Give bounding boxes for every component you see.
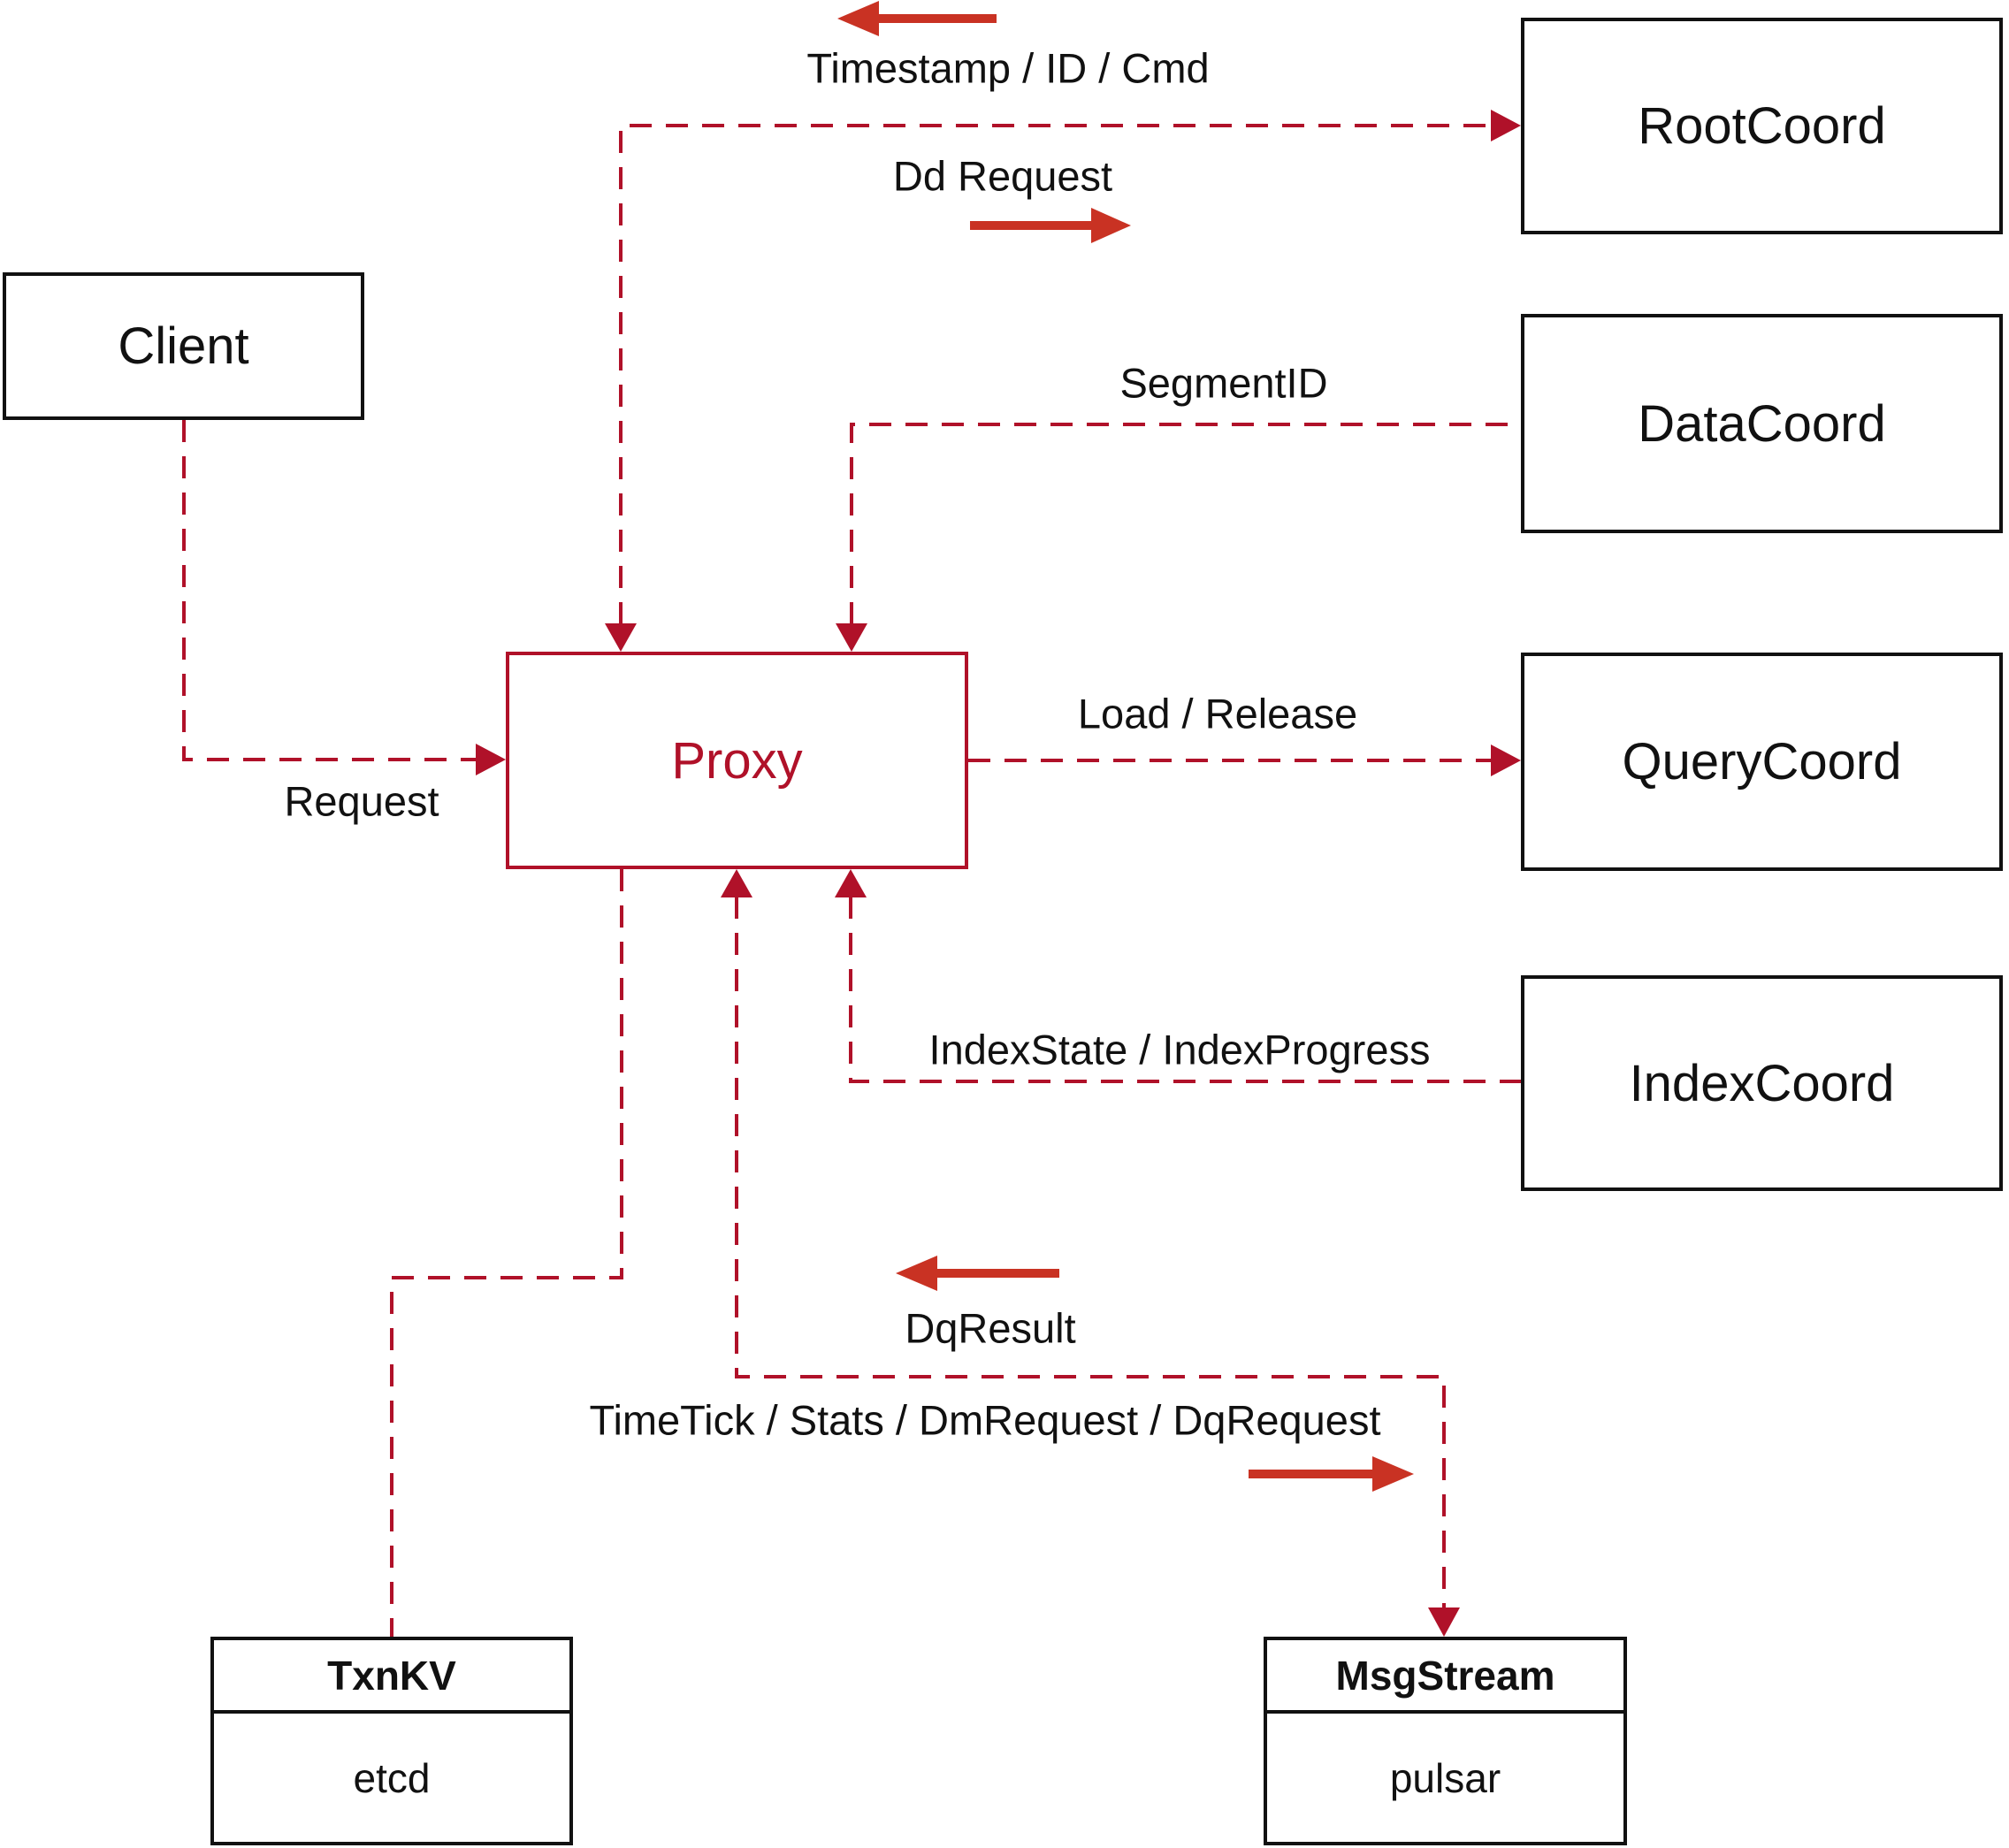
- edge-label-dqresult: DqResult: [905, 1304, 1076, 1352]
- arrowhead-into-querycoord: [1491, 745, 1521, 776]
- edge-label-load-release: Load / Release: [1077, 690, 1358, 737]
- arrowhead-into-proxy-bottom-mid: [721, 869, 752, 897]
- node-rootcoord: RootCoord: [1521, 18, 2003, 234]
- edge-label-request: Request: [284, 777, 439, 825]
- node-proxy-label: Proxy: [671, 731, 803, 790]
- arrowhead-into-rootcoord: [1491, 110, 1521, 141]
- node-rootcoord-label: RootCoord: [1638, 97, 1886, 155]
- edge-proxy-txnkv: [390, 869, 623, 1637]
- node-msgstream-subtitle: pulsar: [1389, 1754, 1501, 1801]
- node-txnkv-title: TxnKV: [214, 1640, 569, 1714]
- node-indexcoord-label: IndexCoord: [1629, 1054, 1895, 1112]
- node-querycoord: QueryCoord: [1521, 653, 2003, 871]
- node-client: Client: [3, 272, 364, 420]
- direction-arrow-right-head-dd: [1091, 208, 1131, 243]
- node-datacoord-label: DataCoord: [1638, 394, 1886, 453]
- arrowhead-into-proxy-top-right: [836, 623, 867, 652]
- node-txnkv: TxnKV etcd: [210, 1637, 573, 1845]
- edge-proxy-rootcoord: [619, 124, 1493, 624]
- edge-label-timetick-stats-dmrequest-dqrequest: TimeTick / Stats / DmRequest / DqRequest: [589, 1396, 1381, 1444]
- node-client-label: Client: [118, 317, 249, 375]
- edge-indexcoord-proxy: [849, 897, 1521, 1083]
- edge-proxy-msgstream: [735, 897, 1446, 1609]
- edge-label-timestamp-id-cmd: Timestamp / ID / Cmd: [806, 44, 1210, 92]
- direction-arrow-left-head-dqresult: [896, 1256, 937, 1291]
- edge-datacoord-proxy: [850, 423, 1521, 624]
- edge-label-indexstate-indexprogress: IndexState / IndexProgress: [928, 1026, 1431, 1073]
- arrowhead-into-proxy-top-left: [605, 623, 637, 652]
- arrowhead-into-proxy-left: [476, 744, 506, 775]
- node-txnkv-subtitle: etcd: [353, 1754, 431, 1801]
- arrowhead-into-proxy-bottom-right: [835, 869, 867, 897]
- node-datacoord: DataCoord: [1521, 314, 2003, 533]
- edge-client-proxy: [182, 420, 477, 761]
- direction-arrow-left-head-top: [837, 1, 879, 36]
- node-msgstream: MsgStream pulsar: [1264, 1637, 1627, 1845]
- node-indexcoord: IndexCoord: [1521, 975, 2003, 1191]
- node-querycoord-label: QueryCoord: [1622, 733, 1902, 790]
- edge-label-segmentid: SegmentID: [1119, 359, 1328, 407]
- node-proxy: Proxy: [506, 652, 968, 869]
- node-msgstream-title: MsgStream: [1267, 1640, 1623, 1714]
- direction-arrow-right-head-bottom: [1372, 1456, 1414, 1492]
- edge-label-dd-request: Dd Request: [892, 152, 1113, 200]
- arrowhead-into-msgstream: [1428, 1607, 1460, 1637]
